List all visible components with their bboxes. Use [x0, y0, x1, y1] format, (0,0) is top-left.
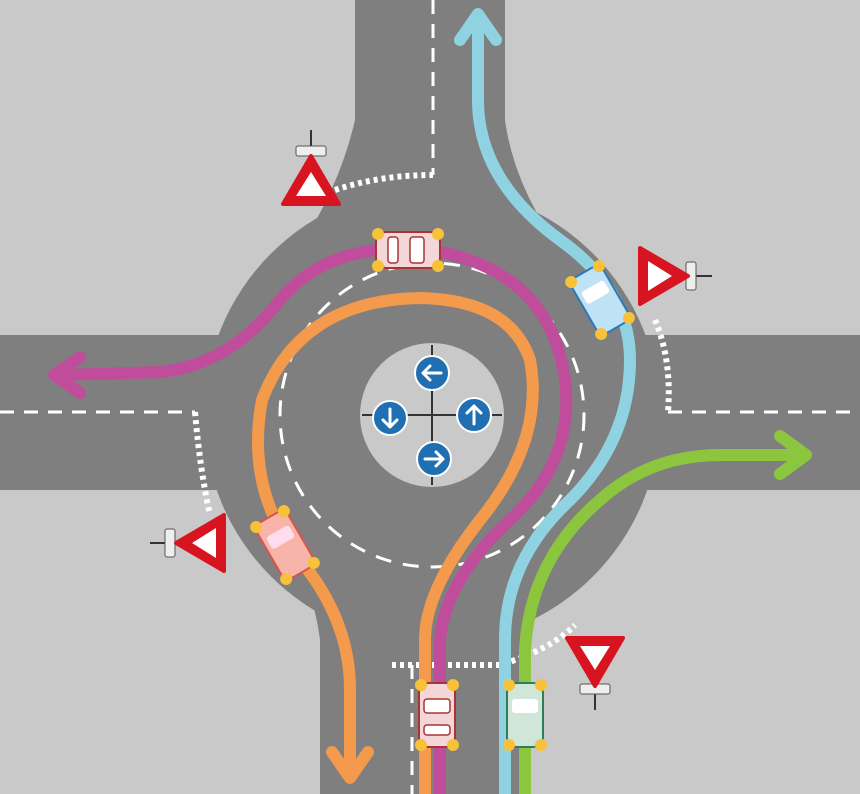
route-right-arrow-icon: [774, 430, 812, 480]
route-straight: [472, 24, 636, 794]
give-way-lines: [192, 172, 672, 668]
yield-sign-icon: [565, 636, 625, 710]
yield-sign-icon: [638, 246, 712, 306]
route-left-arrow-icon: [48, 351, 86, 399]
roundabout-direction-arrow-icon: [362, 345, 502, 485]
car-icon: [371, 227, 445, 273]
car-icon: [414, 678, 460, 752]
yield-sign-icon: [150, 513, 226, 573]
route-left: [59, 242, 573, 794]
car-icon: [565, 260, 635, 340]
route-right: [519, 449, 801, 794]
car-icon: [250, 505, 320, 585]
route-uturn-arrow-icon: [326, 746, 374, 784]
yield-sign-icon: [281, 130, 341, 206]
car-icon: [503, 679, 547, 751]
route-straight-arrow-icon: [454, 8, 502, 46]
